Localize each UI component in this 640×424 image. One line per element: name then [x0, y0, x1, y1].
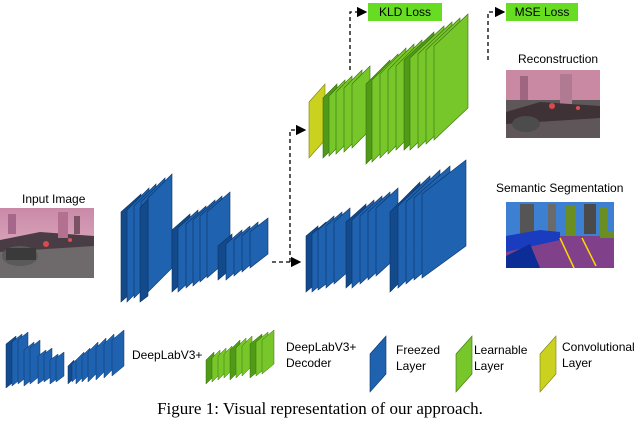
legend-frozen-label-1: Freezed [396, 343, 441, 357]
encoder-stage-1 [120, 173, 173, 303]
kld-arrow [349, 6, 368, 70]
frozen-layer [249, 217, 269, 269]
mse-loss-box: MSE Loss [506, 3, 578, 21]
legend-learnable-icon [455, 335, 473, 393]
encoder-block [120, 173, 269, 303]
split-to-top-arrow [289, 124, 307, 262]
reconstruction-branch [308, 13, 469, 165]
reconstruction-image [506, 70, 600, 138]
legend-decoder-icon [205, 329, 275, 385]
legend-decoder-label-2: Decoder [286, 356, 332, 370]
kld-loss-box: KLD Loss [368, 3, 442, 21]
mse-arrow [487, 6, 506, 60]
legend-conv-label-1: Convolutional [562, 340, 635, 354]
legend-conv-icon [539, 335, 557, 393]
segmentation-image [506, 202, 614, 269]
legend-frozen-label-2: Layer [396, 359, 427, 373]
frozen-layer [139, 198, 149, 303]
segmentation-label: Semantic Segmentation [496, 181, 624, 195]
legend-encoder-label: DeepLabV3+ [132, 348, 203, 362]
figure-caption: Figure 1: Visual representation of our a… [157, 399, 483, 418]
input-image [0, 208, 94, 278]
frozen-layer [421, 159, 467, 279]
encoder-stage-3 [217, 217, 269, 281]
convolutional-layer [308, 83, 326, 159]
legend-decoder-label-1: DeepLabV3+ [286, 340, 357, 354]
legend-conv-label-2: Layer [562, 356, 593, 370]
encoder-stage-2 [171, 191, 231, 293]
legend-frozen-icon [369, 335, 387, 393]
flow-arrows [272, 6, 506, 268]
legend-encoder-icon [5, 329, 125, 389]
input-image-label: Input Image [22, 192, 86, 206]
reconstruction-label: Reconstruction [518, 52, 599, 66]
legend-learnable-label-2: Layer [474, 359, 505, 373]
legend-learnable-label-1: Learnable [474, 343, 528, 357]
segmentation-branch [305, 159, 467, 293]
learnable-layer [433, 13, 469, 141]
